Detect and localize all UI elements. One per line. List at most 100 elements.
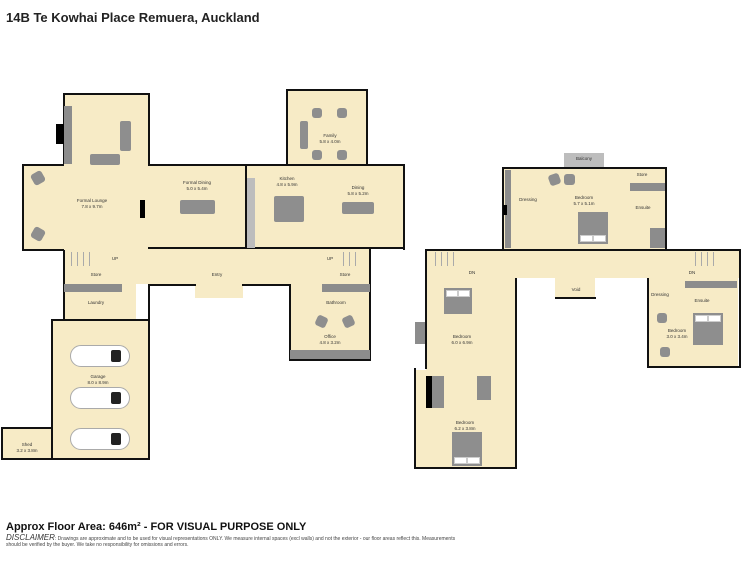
wall xyxy=(148,284,150,458)
wall xyxy=(425,249,427,369)
floor-area-heading: Approx Floor Area: 646m² - FOR VISUAL PU… xyxy=(6,521,307,533)
wall xyxy=(1,427,3,459)
room-shed xyxy=(2,428,52,458)
wall xyxy=(51,319,53,459)
armchair-icon xyxy=(312,150,322,160)
wall xyxy=(1,427,53,429)
balcony xyxy=(564,153,604,167)
dining-table-icon xyxy=(180,200,215,214)
room-kitchen-dining xyxy=(246,164,404,248)
stair-label: UP xyxy=(326,256,334,261)
wall xyxy=(369,248,371,360)
room-label: Laundry xyxy=(87,300,105,305)
wall xyxy=(414,368,416,468)
kitchen-bench xyxy=(247,178,255,248)
staircase-icon xyxy=(66,252,90,266)
ensuite-shower xyxy=(650,228,665,248)
sofa-icon xyxy=(300,121,308,149)
sofa-icon xyxy=(90,154,120,165)
wall xyxy=(63,93,150,95)
room-family xyxy=(287,90,367,166)
armchair-icon xyxy=(312,108,322,118)
office-desk xyxy=(290,350,370,359)
laundry-bench xyxy=(64,284,122,292)
wall xyxy=(665,167,667,250)
room-label: Store xyxy=(636,172,648,177)
wall xyxy=(555,297,596,299)
wall xyxy=(515,278,517,468)
wall xyxy=(22,164,24,250)
wall xyxy=(403,164,405,250)
wall xyxy=(22,249,64,251)
room-landing xyxy=(426,250,740,278)
wall xyxy=(286,89,288,165)
armchair-icon xyxy=(564,174,575,185)
wall xyxy=(414,467,517,469)
wardrobe xyxy=(432,376,444,408)
wall xyxy=(647,366,741,368)
fireplace-icon xyxy=(140,200,145,218)
stair-label: DN xyxy=(688,270,696,275)
ensuite-vanity xyxy=(685,281,737,288)
wall xyxy=(1,458,150,460)
staircase-icon xyxy=(690,252,718,266)
fireplace-icon xyxy=(503,205,507,215)
kitchen-island-icon xyxy=(274,196,304,222)
armchair-icon xyxy=(337,150,347,160)
car-icon xyxy=(70,345,130,367)
room-entry xyxy=(64,248,370,284)
wall xyxy=(739,249,741,367)
wall xyxy=(148,247,404,249)
room-label: Dressing xyxy=(519,197,537,202)
car-icon xyxy=(70,387,130,409)
armchair-icon xyxy=(660,347,670,357)
dining-table-icon xyxy=(342,202,374,214)
wall xyxy=(245,164,247,248)
wardrobe-dark xyxy=(426,376,432,408)
wall xyxy=(148,94,150,166)
disclaimer-text: : Drawings are approximate and to be use… xyxy=(6,536,456,548)
wall xyxy=(148,164,404,166)
disclaimer-label: DISCLAIMER xyxy=(6,533,55,542)
wall xyxy=(51,319,150,321)
bed-icon xyxy=(452,432,482,466)
room-entry-lower xyxy=(195,282,243,298)
wall xyxy=(242,284,290,286)
room-label: Balcony xyxy=(575,156,593,161)
armchair-icon xyxy=(337,108,347,118)
disclaimer: DISCLAIMER: Drawings are approximate and… xyxy=(6,533,456,549)
room-label: Store xyxy=(339,272,351,277)
wall xyxy=(289,284,291,360)
wall xyxy=(286,89,368,91)
wall xyxy=(425,249,741,251)
fireplace-icon xyxy=(56,124,64,144)
bathroom-fixtures xyxy=(322,284,370,292)
room-label: Bathroom xyxy=(326,300,346,305)
shower xyxy=(477,376,491,400)
wall xyxy=(22,164,64,166)
property-address-title: 14B Te Kowhai Place Remuera, Auckland xyxy=(6,10,260,25)
room-label: Ensuite xyxy=(694,298,710,303)
car-icon xyxy=(70,428,130,450)
room-label: Ensuite xyxy=(635,205,651,210)
stair-label: UP xyxy=(111,256,119,261)
wall xyxy=(148,284,196,286)
staircase-icon xyxy=(338,252,360,266)
wall xyxy=(647,278,649,366)
wardrobe xyxy=(415,322,425,344)
dressing-wardrobe xyxy=(505,170,511,248)
fireplace-hearth xyxy=(64,106,72,164)
wall xyxy=(289,359,371,361)
room-label: Store xyxy=(90,272,102,277)
